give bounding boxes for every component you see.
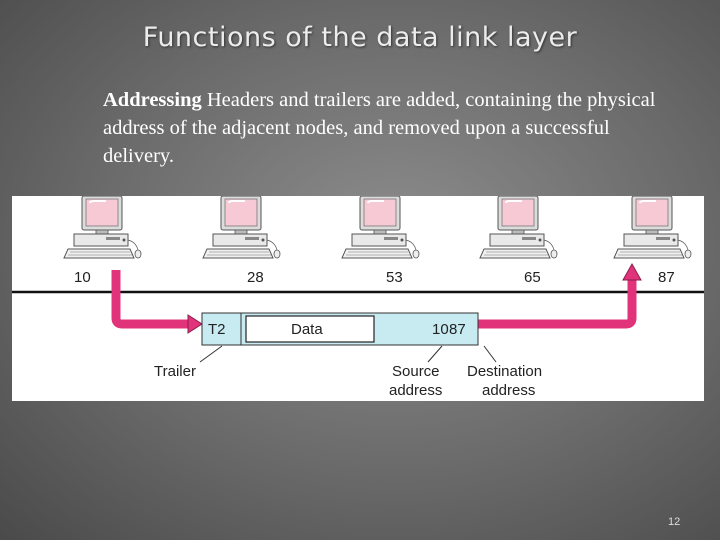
node-address-label: 87 xyxy=(658,269,675,286)
frame-data-label: Data xyxy=(291,321,323,338)
frame-trailer-label: T2 xyxy=(208,321,226,338)
deliver-arrowhead xyxy=(622,262,642,281)
node-address-label: 53 xyxy=(386,269,403,286)
computer-icon xyxy=(63,196,142,259)
destination-caption-line1: Destination xyxy=(467,363,542,380)
diagram-svg: 10 28 53 65 87 T2 Data 10 87 Trailer xyxy=(12,196,704,399)
node-address-label: 10 xyxy=(74,269,91,286)
destination-pointer xyxy=(483,345,497,363)
computer-icon xyxy=(479,196,558,259)
frame-destination-address: 87 xyxy=(449,321,466,338)
trailer-caption: Trailer xyxy=(154,363,196,380)
send-arrowhead xyxy=(187,314,203,334)
source-caption-line2: address xyxy=(389,382,442,399)
computer-icon xyxy=(202,196,281,259)
body-paragraph: Headers and trailers are added, containi… xyxy=(103,89,656,167)
destination-caption-line2: address xyxy=(482,382,535,399)
frame-source-address: 10 xyxy=(432,321,449,338)
trailer-pointer xyxy=(199,345,223,363)
node-address-label: 65 xyxy=(524,269,541,286)
deliver-arrow xyxy=(478,278,637,329)
source-caption-line1: Source xyxy=(392,363,440,380)
computer-icon xyxy=(341,196,420,259)
body-heading: Addressing xyxy=(103,89,202,111)
page-number: 12 xyxy=(668,516,681,528)
node-address-label: 28 xyxy=(247,269,264,286)
slide-title: Functions of the data link layer xyxy=(142,22,578,53)
send-arrow xyxy=(111,270,188,329)
frame-data-field xyxy=(245,315,375,343)
body-text: Addressing Headers and trailers are adde… xyxy=(103,86,663,170)
computer-icon xyxy=(613,196,692,259)
data-link-addressing-diagram: 10 28 53 65 87 T2 Data 10 87 Trailer xyxy=(12,196,704,401)
source-pointer xyxy=(427,345,443,363)
